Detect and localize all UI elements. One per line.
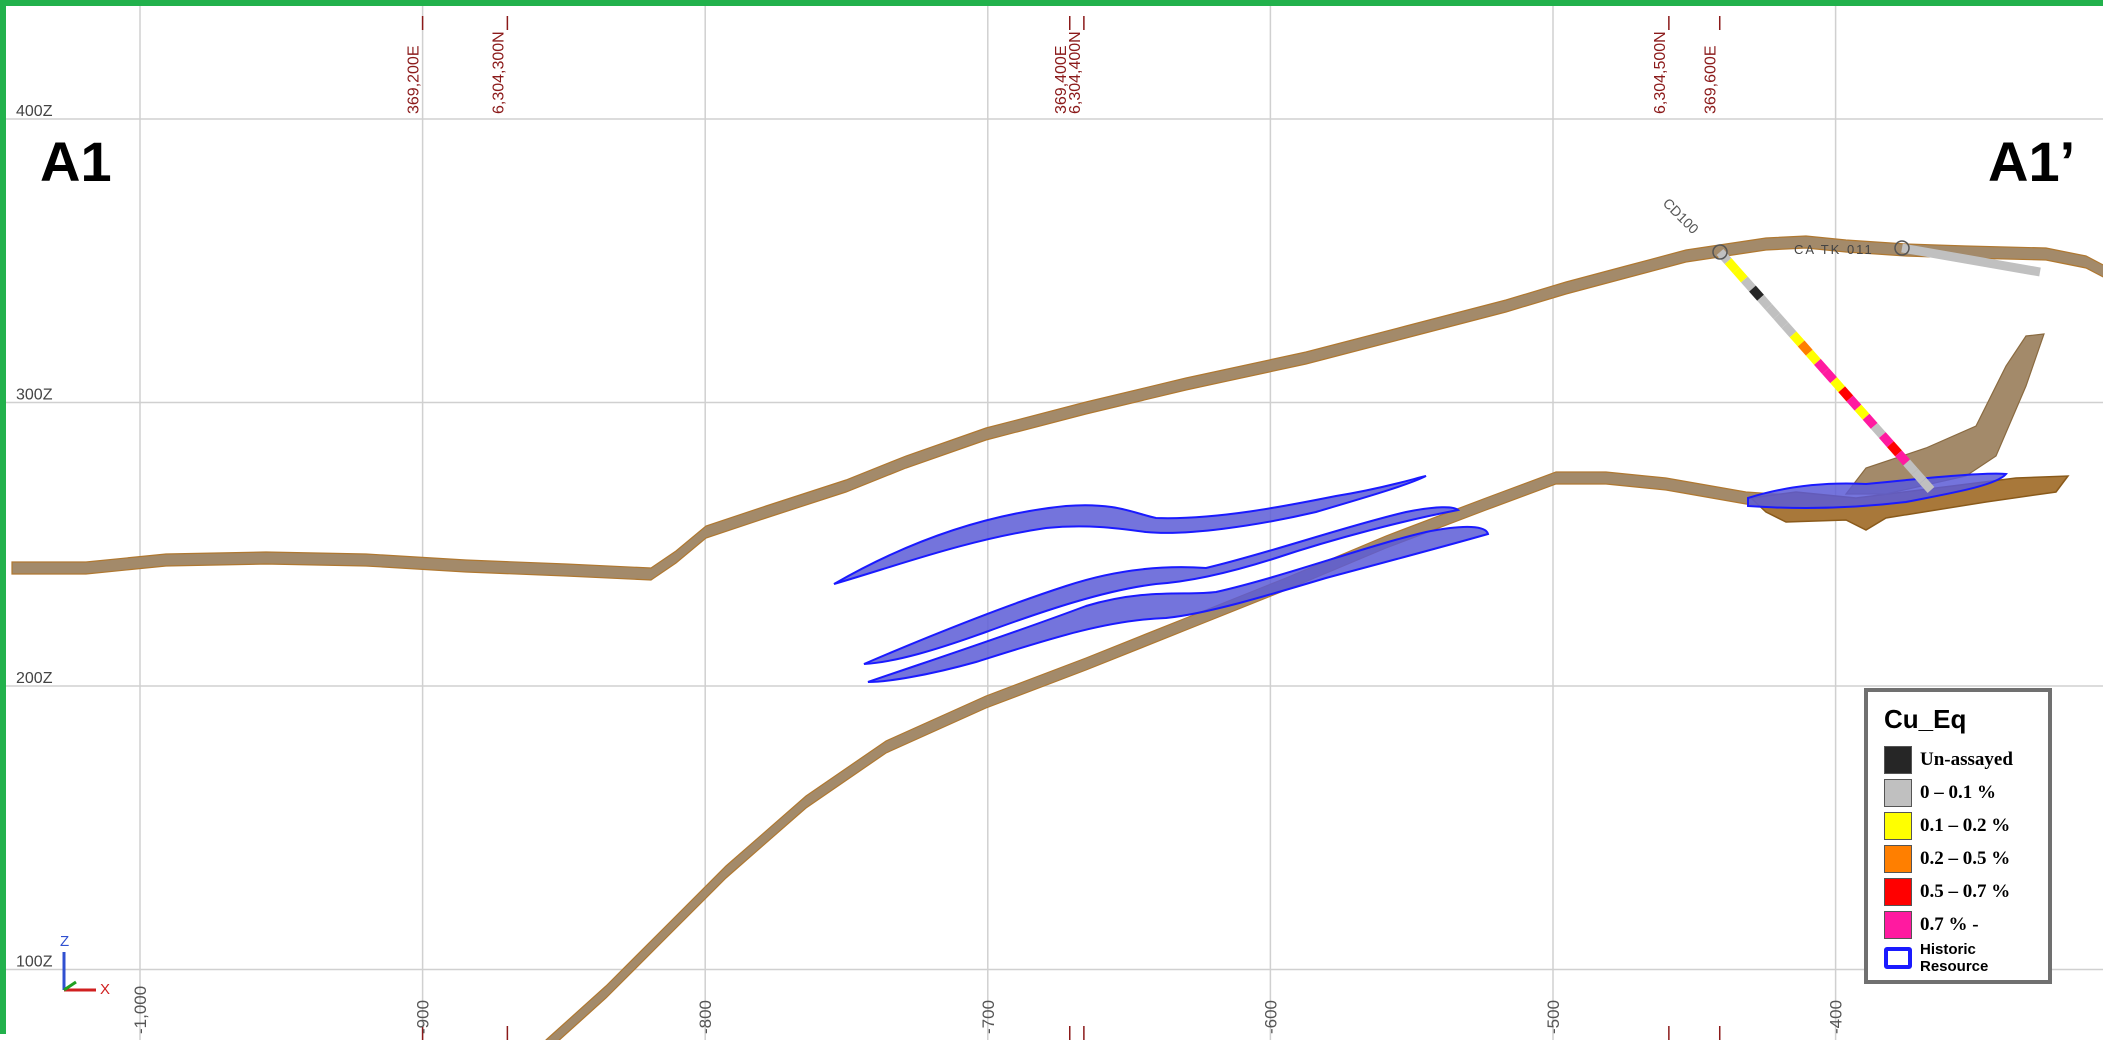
fault-wedge — [1844, 333, 2045, 495]
historic-resource-lens-lower — [867, 525, 1490, 683]
legend-swatch — [1884, 745, 1912, 774]
legend-item-label: 0.2 – 0.5 % — [1920, 847, 2011, 869]
legend-item: 0.5 – 0.7 % — [1884, 875, 2038, 908]
drillhole-interval — [1732, 267, 1748, 283]
topographic-surface-band — [11, 235, 2103, 581]
legend-item-label: 0.7 % - — [1920, 913, 1979, 935]
drillhole-interval — [1773, 313, 1789, 329]
drillhole-interval — [1749, 285, 1764, 301]
elevation-label: 300Z — [16, 387, 53, 404]
drillhole-interval — [1830, 377, 1846, 393]
elevation-label: 100Z — [16, 954, 53, 971]
legend-swatch — [1884, 778, 1912, 807]
elevation-label: 200Z — [16, 670, 53, 687]
drillhole-interval — [1846, 395, 1862, 411]
legend-swatch — [1884, 811, 1912, 840]
section-end-label: A1’ — [1988, 130, 2076, 193]
historic-resource-shapes — [833, 472, 2008, 683]
grid-intersection-label: 369,600E — [1703, 45, 1720, 114]
drillhole-interval — [1919, 477, 1935, 493]
distance-label: -600 — [1261, 1000, 1280, 1034]
legend-item-label: 0.1 – 0.2 % — [1920, 814, 2011, 836]
grid-lines — [6, 6, 2103, 1040]
historic-resource-swatch — [1884, 946, 1912, 969]
section-start-label: A1 — [40, 130, 112, 193]
drillhole-interval — [1903, 459, 1919, 475]
triad-y-axis — [63, 980, 77, 992]
legend-title: Cu_Eq — [1884, 704, 1967, 734]
drillhole-collar-cd100 — [1712, 244, 1728, 260]
legend-item: 0.7 % - — [1884, 908, 2038, 941]
drillhole-interval — [1887, 441, 1902, 457]
drillhole-interval — [1781, 322, 1797, 338]
drillhole-interval — [1716, 249, 1732, 265]
drillhole-interval — [1838, 386, 1854, 402]
axis-labels: 400Z 300Z 200Z 100Z -1,000 -900 -800 -700 -600 -5… — [16, 103, 1846, 1034]
distance-label: -900 — [414, 1000, 433, 1034]
historic-resource-lens-middle — [863, 506, 1461, 665]
drillhole-interval — [1814, 358, 1829, 374]
legend-item-label: 0 – 0.1 % — [1920, 781, 1996, 803]
distance-label: -700 — [979, 1000, 998, 1034]
legend-item: 0 – 0.1 % — [1884, 776, 2038, 809]
grid-intersection-label: 369,400E — [1053, 45, 1070, 114]
drillhole-interval — [1878, 432, 1894, 448]
triad-x-label: X — [100, 981, 110, 998]
drillhole-interval — [1895, 450, 1911, 466]
legend-item: Un-assayed — [1884, 743, 2038, 776]
grid-intersection-label: 6,304,300N — [490, 31, 507, 114]
drillhole-interval — [1740, 276, 1756, 292]
drillhole-interval — [1854, 404, 1870, 420]
cu-eq-legend: Cu_Eq Un-assayed 0 – 0.1 % 0.1 – 0.2 % 0.2 … — [1864, 688, 2052, 984]
drillhole-interval — [1765, 303, 1781, 320]
drillhole-interval — [1805, 349, 1821, 365]
grid-intersection-label: 6,304,400N — [1067, 31, 1084, 114]
historic-resource-lens-upper — [833, 475, 1427, 585]
drillhole-name-cd100: CD100 — [1660, 195, 1702, 237]
distance-label: -800 — [696, 1000, 715, 1034]
drillhole-interval — [1870, 422, 1886, 439]
legend-item: 0.1 – 0.2 % — [1884, 809, 2038, 842]
drillhole-interval — [1822, 368, 1837, 384]
distance-label: -1,000 — [131, 986, 150, 1034]
legend-item-label: 0.5 – 0.7 % — [1920, 880, 2011, 902]
grid-intersection-label: 6,304,500N — [1652, 31, 1669, 114]
elevation-label: 400Z — [16, 103, 53, 120]
drillhole-interval — [1862, 413, 1878, 429]
drillholes: CD100 CA TK 011 — [1660, 195, 2041, 493]
legend-swatch — [1884, 877, 1912, 906]
drillhole-interval — [1757, 294, 1773, 310]
legend-item-historic-resource: Historic Resource — [1884, 940, 2038, 975]
lower-contact-band — [545, 471, 1807, 1040]
drillhole-interval — [1789, 331, 1805, 347]
drillhole-collar-catk011 — [1894, 240, 1910, 256]
triad-z-label: Z — [60, 933, 69, 950]
legend-swatch — [1884, 844, 1912, 873]
axis-triad: ZX — [60, 933, 110, 998]
drillhole-interval — [1797, 340, 1813, 356]
legend-item-label: Un-assayed — [1920, 748, 2013, 770]
historic-resource-lens-east — [1747, 472, 2008, 510]
drillhole-name-catk011: CA TK 011 — [1794, 242, 1874, 257]
grid-intersection-label: 369,200E — [406, 45, 423, 114]
legend-swatch — [1884, 910, 1912, 939]
geology-layers — [11, 235, 2103, 1040]
distance-label: -500 — [1544, 1000, 1563, 1034]
drillhole-trace-catk011 — [1901, 243, 2041, 277]
distance-label: -400 — [1827, 1000, 1846, 1034]
drillhole-interval — [1724, 258, 1740, 274]
legend-item: 0.2 – 0.5 % — [1884, 842, 2038, 875]
drillhole-interval — [1911, 468, 1927, 484]
legend-item-label: Historic Resource — [1920, 940, 1989, 975]
